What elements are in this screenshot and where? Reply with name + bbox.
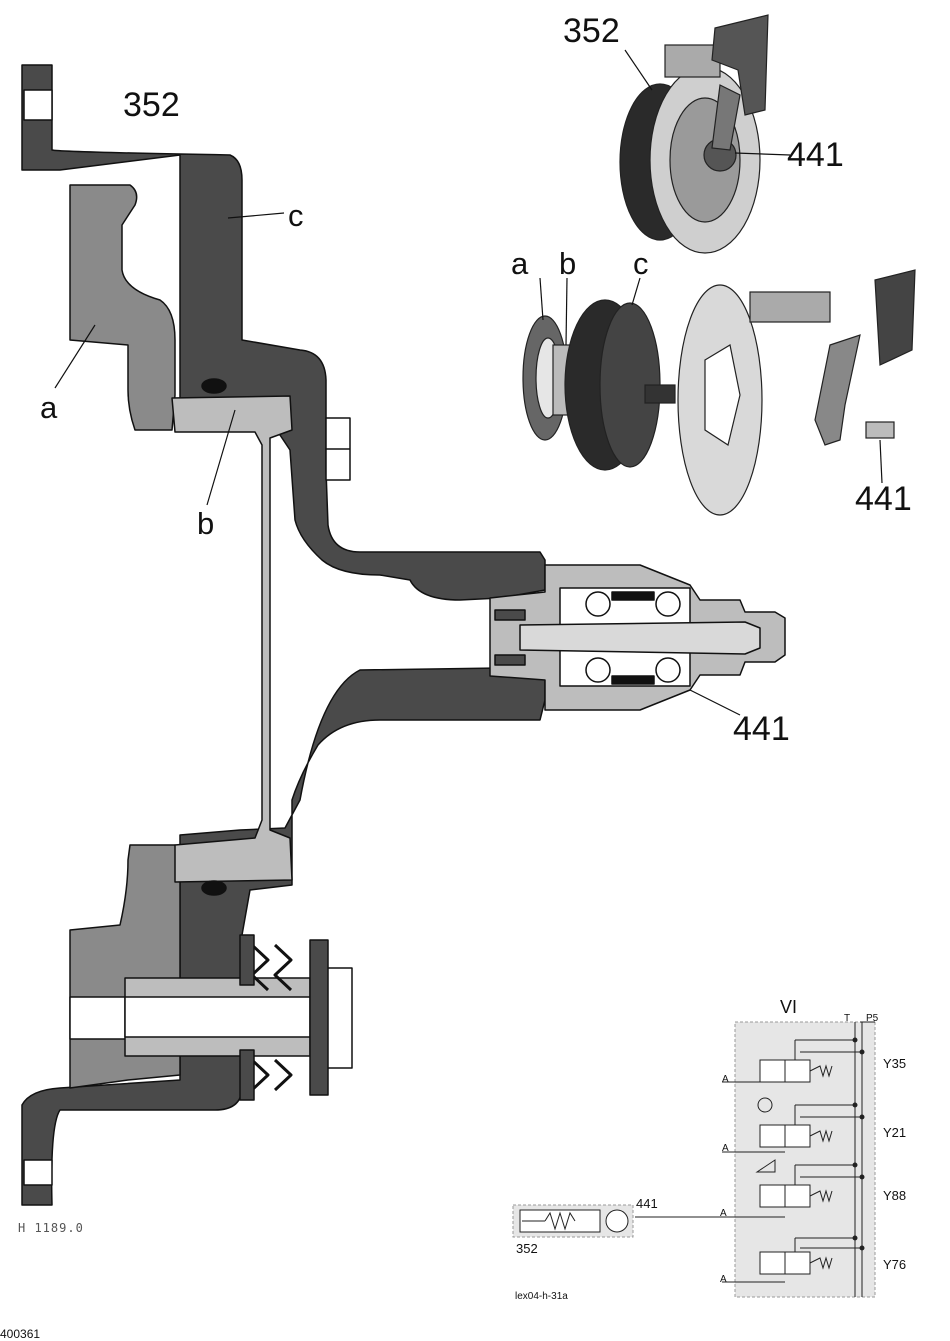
valve-y76 [722,1235,865,1283]
bolt-assembly [69,934,353,1101]
valve-label-y35: Y35 [883,1056,907,1071]
o-ring-lower [201,880,227,896]
callout-b-section: b [197,506,215,541]
part-number-352-section: 352 [123,86,180,124]
callout-c-section: c [288,198,304,233]
callout-441-assembly: 441 [787,136,844,174]
callout-a-section: a [40,390,58,425]
port-p5: P5 [866,1013,879,1024]
actuator-pin-label: 441 [636,1196,658,1211]
exploded-caliper [749,291,831,323]
valve-y21 [722,1097,865,1153]
valve-label-y88: Y88 [883,1188,907,1203]
callout-b-exploded: b [559,246,577,281]
bracket-window-bottom [23,1159,53,1186]
callout-c-exploded: c [633,246,649,281]
lever-arm [711,84,741,151]
callout-441-section: 441 [733,710,790,748]
valve-label-y21: Y21 [883,1125,907,1140]
caliper [664,44,721,78]
valve-label-y76: Y76 [883,1257,907,1272]
bracket-window-top [23,89,53,121]
valve-port-a-y88: A [720,1208,727,1219]
cross-section [21,64,786,1206]
part-b [171,395,293,883]
exploded-pin [865,421,895,439]
actuator-label: 352 [516,1241,538,1256]
o-ring-upper [201,378,227,394]
port-t: T [844,1013,851,1024]
hub-441 [489,564,786,711]
part-a-upper [69,184,176,431]
part-number-352-assembly: 352 [563,12,620,50]
figure-id: 400361 [0,1327,41,1341]
schematic-ref: lex04-h-31a [515,1291,568,1302]
cross-section-leaders [54,212,741,716]
actuator-352 [512,1204,634,1238]
schematic-block-label: VI [780,997,798,1017]
exploded-arm [814,334,861,446]
valve-y88 [635,1159,865,1218]
valve-port-a-y35: A [722,1074,729,1085]
bracket-c-lower [21,639,546,1206]
valve-y35 [722,1037,865,1083]
schematic [512,1021,876,1298]
valve-port-a-y21: A [722,1143,729,1154]
valve-port-a-y76: A [720,1274,727,1285]
exploded-view [522,269,916,516]
exploded-bracket [874,269,916,366]
callout-441-exploded: 441 [855,480,912,518]
callout-a-exploded: a [511,246,529,281]
bracket-plate [711,14,769,116]
bracket-c-upper [21,64,546,601]
drawing-ref: H 1189.0 [18,1221,84,1235]
assembled-view [619,14,791,254]
